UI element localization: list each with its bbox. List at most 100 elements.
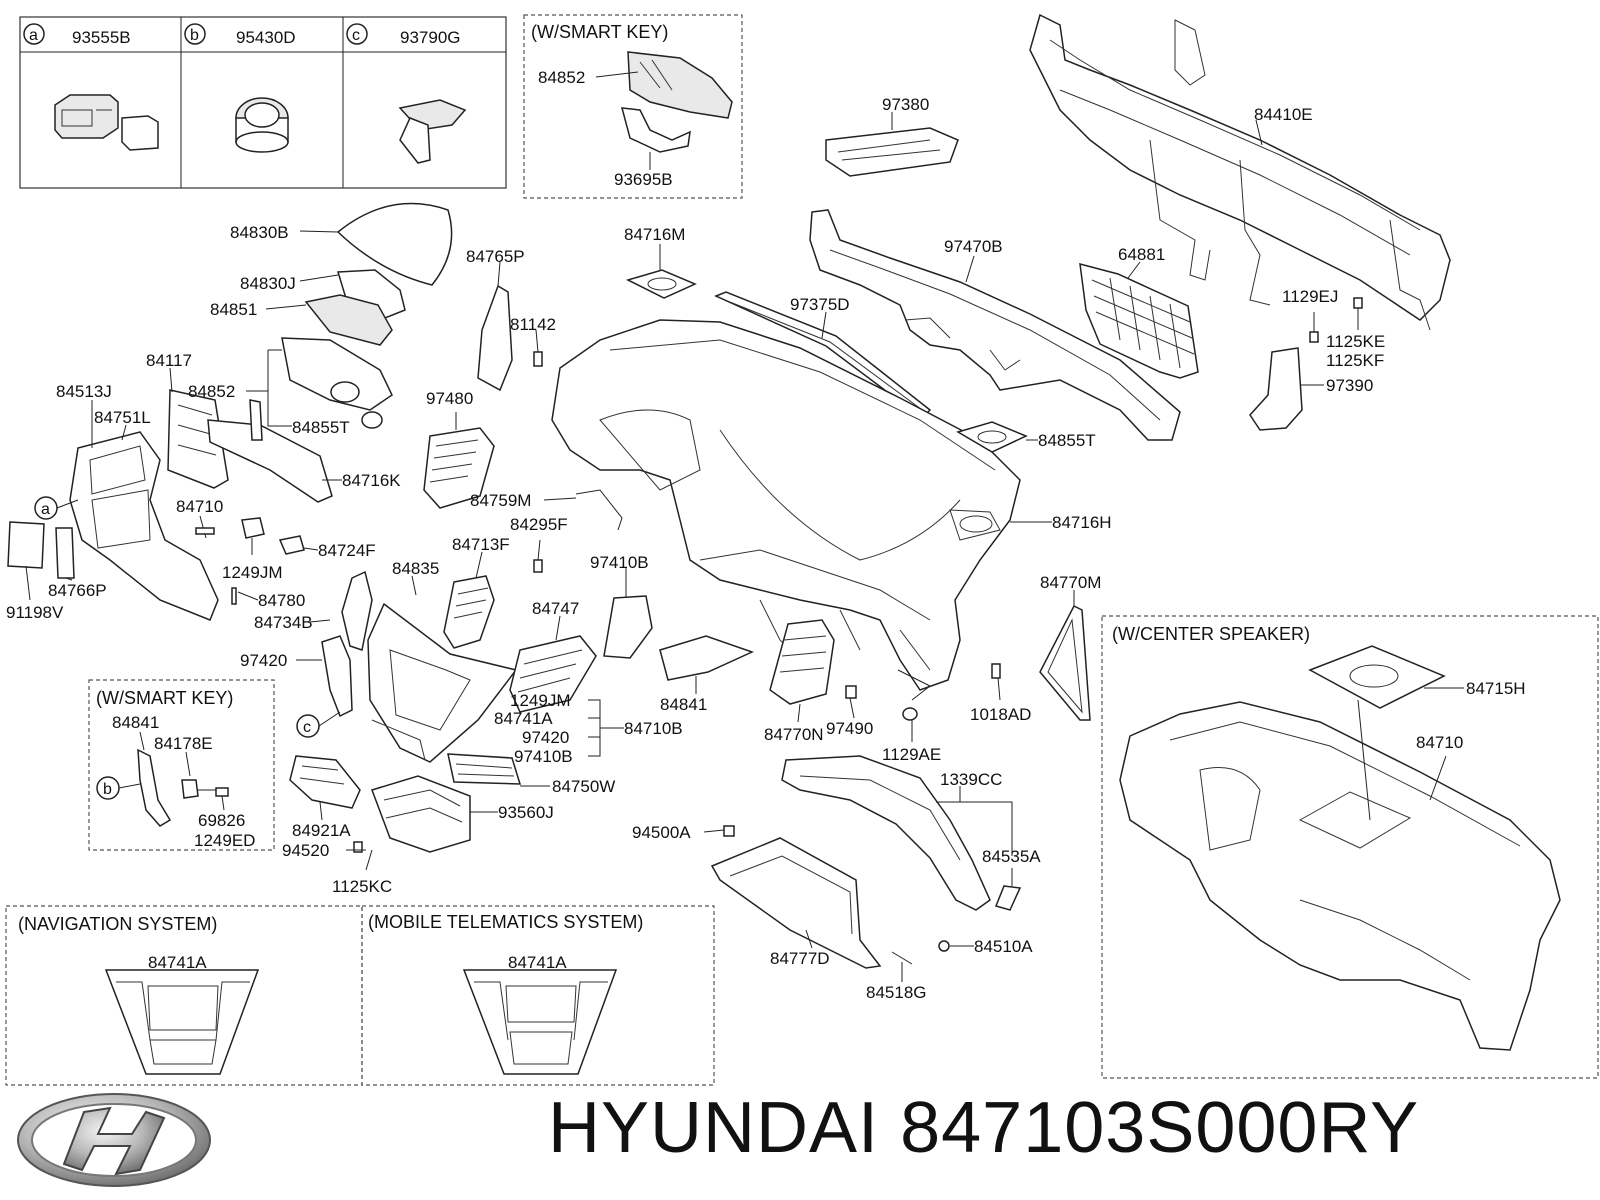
navigation-box-title: (NAVIGATION SYSTEM) bbox=[18, 914, 217, 934]
callout-84535A: 84535A bbox=[982, 847, 1041, 866]
trim-84766P: 84770M bbox=[1039, 573, 1101, 721]
callout-84710: 84716H bbox=[1052, 513, 1112, 532]
trim-84765P: 84765P bbox=[466, 247, 525, 392]
callout-84766P: 84770M bbox=[1040, 573, 1101, 592]
legend-part-b: 95430D bbox=[236, 28, 296, 47]
callout-84852-top: 84852 bbox=[538, 68, 585, 87]
switch-block-icon bbox=[54, 94, 159, 151]
legend-table: a 93555B b 95430D c 93790G bbox=[19, 16, 507, 189]
callout-91198V: 84766P bbox=[48, 581, 107, 600]
callout-1249JM-a: 84295F bbox=[510, 515, 568, 534]
steering-shroud-lower: 84117 84852 84855T bbox=[146, 337, 393, 489]
lower-crash-pad: 1339CC 84535A bbox=[781, 755, 1041, 911]
smart-key-shroud bbox=[627, 51, 733, 119]
telematics-box: (MOBILE TELEMATICS SYSTEM) 84741A bbox=[361, 905, 715, 1086]
cover-84830B: 84830B bbox=[230, 202, 453, 286]
legend-letter-c: c bbox=[352, 27, 360, 44]
vent-97480: 97480 bbox=[423, 389, 495, 509]
callout-84741A: 84741A bbox=[494, 709, 553, 728]
callout-97380: 97380 bbox=[882, 95, 929, 114]
callout-93695B: 93695B bbox=[614, 170, 673, 189]
circle-label-b: b bbox=[103, 781, 112, 798]
small-parts-left: 84710 1249JM 84724F 84780 84734B bbox=[176, 497, 376, 632]
fasteners-right: 1129EJ 1125KE 1125KF 97390 bbox=[1249, 287, 1385, 431]
callout-84770M: 97410B bbox=[590, 553, 649, 572]
wire-84716H: 84759M 84295F bbox=[470, 489, 623, 573]
callout-84716M: 84716M bbox=[624, 225, 685, 244]
callout-1125KE: 1125KE bbox=[1326, 332, 1385, 351]
glove-box: 84777D 94500A 84510A 84518G bbox=[632, 823, 1033, 1002]
callout-93560J: 84750W bbox=[552, 777, 615, 796]
callout-84759M: 84716K bbox=[342, 471, 401, 490]
callout-84715H: 84715H bbox=[1466, 679, 1526, 698]
callout-84716K: 84855T bbox=[1038, 431, 1096, 450]
callout-97390: 97390 bbox=[1326, 376, 1373, 395]
callout-84751L: 84751L bbox=[94, 408, 151, 427]
hyundai-logo-icon bbox=[14, 1090, 214, 1195]
callout-84841-smartkey: 84841 bbox=[112, 713, 159, 732]
smart-key-box-left: (W/SMART KEY) 84841 84178E b 69826 1249E… bbox=[88, 679, 275, 851]
speaker-grille-84716K: 84855T bbox=[956, 421, 1096, 453]
callout-84921A: 93560J bbox=[498, 803, 554, 822]
callout-84518G: 84510A bbox=[974, 937, 1033, 956]
grille-64881: 64881 bbox=[1079, 245, 1199, 379]
callout-97410B-a: 84713F bbox=[452, 535, 510, 554]
callout-84765P: 84765P bbox=[466, 247, 525, 266]
callout-97420-a: 84747 bbox=[532, 599, 579, 618]
callout-1129EJ: 1129EJ bbox=[1282, 287, 1338, 306]
callout-64881: 64881 bbox=[1118, 245, 1165, 264]
trim-84841: 84835 97420 c bbox=[240, 559, 439, 738]
side-panel-84513J: a 84513J 84751L bbox=[34, 382, 219, 621]
smart-key-box-left-title: (W/SMART KEY) bbox=[96, 688, 233, 708]
callout-1249JM-b: 1249JM bbox=[510, 691, 570, 710]
callout-84724F: 1249JM bbox=[222, 563, 282, 582]
smart-key-box-top: (W/SMART KEY) 84852 93695B bbox=[523, 14, 743, 199]
callout-97420-b: 97420 bbox=[522, 728, 569, 747]
callout-84515E: 84518G bbox=[866, 983, 927, 1002]
cover-84780: 91198V 84766P bbox=[6, 521, 107, 622]
callout-94520: 84921A bbox=[292, 821, 351, 840]
callout-84747: 84835 bbox=[392, 559, 439, 578]
callout-84410E: 84410E bbox=[1254, 105, 1313, 124]
product-title: HYUNDAI 847103S000RY bbox=[548, 1092, 1419, 1164]
callout-1249ED: 1249ED bbox=[194, 831, 255, 850]
callout-84741A-nav: 84741A bbox=[148, 953, 207, 972]
circle-label-c: c bbox=[303, 719, 311, 736]
callout-1129AE: 1018AD bbox=[970, 705, 1031, 724]
legend-letter-b: b bbox=[190, 27, 199, 44]
callout-84716H: 84759M bbox=[470, 491, 531, 510]
start-button-icon bbox=[235, 97, 289, 153]
vent-97490: 84770N bbox=[764, 619, 835, 744]
navigation-box: (NAVIGATION SYSTEM) 84741A bbox=[5, 905, 363, 1086]
legend-part-a: 93555B bbox=[72, 28, 131, 47]
callout-84855T: 84855T bbox=[292, 418, 350, 437]
telematics-box-title: (MOBILE TELEMATICS SYSTEM) bbox=[368, 912, 643, 932]
callout-97410B-b: 97410B bbox=[514, 747, 573, 766]
duct-97380: 97380 bbox=[825, 95, 959, 177]
callout-1018AD: 97490 bbox=[826, 719, 873, 738]
legend-letter-a: a bbox=[29, 27, 38, 44]
steering-shroud-upper: 84830J 84851 bbox=[210, 269, 406, 346]
smart-key-box-top-title: (W/SMART KEY) bbox=[531, 22, 668, 42]
callout-84852-main: 84852 bbox=[188, 382, 235, 401]
callout-84117: 84117 bbox=[146, 351, 192, 370]
callout-1339CC: 1129AE bbox=[882, 745, 941, 764]
callout-84851: 84851 bbox=[210, 300, 257, 319]
callout-97480: 97480 bbox=[426, 389, 473, 408]
callout-84830B: 84830B bbox=[230, 223, 289, 242]
callout-97490: 84770N bbox=[764, 725, 824, 744]
callout-84513J: 84513J bbox=[56, 382, 112, 401]
callout-84841-main: 97420 bbox=[240, 651, 287, 670]
callout-84178E: 84178E bbox=[154, 734, 213, 753]
center-speaker-box-title: (W/CENTER SPEAKER) bbox=[1112, 624, 1310, 644]
center-console-parts: 84750W 93560J 84921A 94520 1125KC bbox=[282, 753, 615, 896]
clip-81142: 81142 bbox=[510, 315, 556, 367]
callout-1125KF: 1125KF bbox=[1326, 351, 1384, 370]
callout-84777D: 1125KC bbox=[332, 877, 392, 896]
trim-84770M: 97410B 84841 bbox=[590, 553, 755, 714]
callout-1125KC: 94500A bbox=[632, 823, 691, 842]
callout-84830J: 84830J bbox=[240, 274, 296, 293]
callout-84780: 91198V bbox=[6, 603, 64, 622]
duct-97390 bbox=[1249, 347, 1303, 431]
